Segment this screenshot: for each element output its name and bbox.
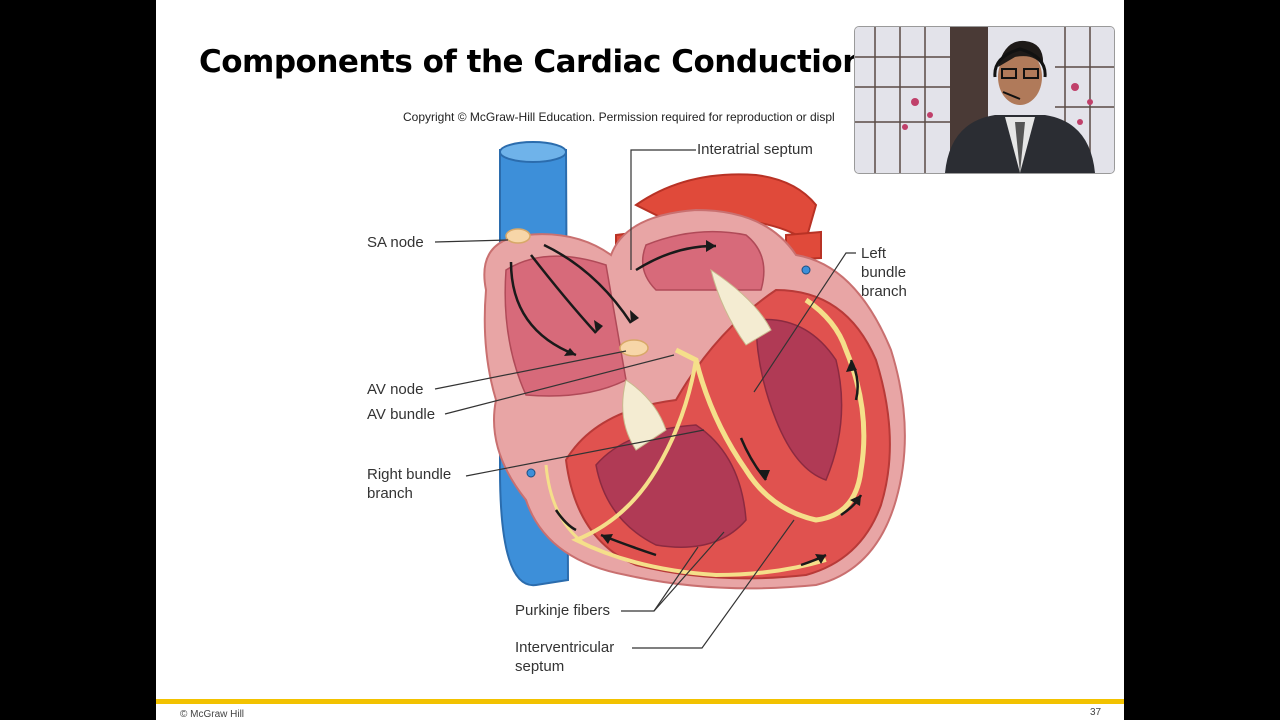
page-number: 37 [1090,707,1102,718]
copyright-notice: Copyright © McGraw-Hill Education. Permi… [403,110,835,124]
label-interatrial-septum: Interatrial septum [697,141,813,158]
heart-conduction-diagram [434,141,906,649]
label-left-bundle-branch: Left bundle branch [861,245,907,300]
label-av-node: AV node [367,381,424,398]
leader-right-bundle [465,429,705,477]
conduction-pathway [674,297,867,523]
slide-title: Components of the Cardiac Conduction Sy [199,44,916,80]
label-interventricular-septum: Interventricular septum [515,639,615,675]
leader-interatrial [630,149,696,270]
presenter-webcam[interactable] [854,26,1115,174]
leader-av-node [434,350,627,390]
leader-sa-node [434,239,509,243]
label-purkinje-fibers: Purkinje fibers [515,602,611,619]
footer-accent-bar [156,699,1124,704]
leader-av-bundle [444,354,675,415]
footer-copyright: © McGraw Hill [180,709,245,720]
presenter-video-frame [855,27,1114,173]
leader-interventricular [632,519,795,649]
label-sa-node: SA node [367,234,424,251]
sa-node [505,228,531,244]
av-node [619,339,649,357]
leader-left-bundle [753,252,856,393]
label-right-bundle-branch: Right bundle branch [367,466,452,502]
label-av-bundle: AV bundle [367,406,436,423]
